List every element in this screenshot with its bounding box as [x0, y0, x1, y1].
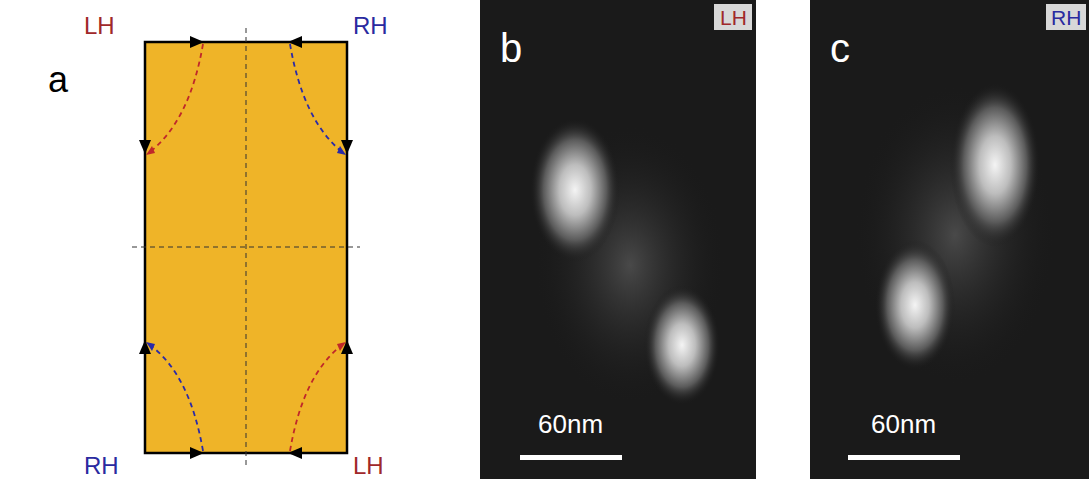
- handedness-label: RH: [353, 14, 388, 38]
- handedness-label: LH: [353, 454, 384, 478]
- panel-letter: a: [48, 62, 68, 98]
- panel-letter: b: [500, 28, 522, 68]
- scale-label: 60nm: [871, 411, 936, 437]
- symmetry-axis: [132, 247, 360, 248]
- handedness-label: RH: [84, 454, 119, 478]
- edge-arrows: [139, 36, 353, 459]
- nanorod-schematic: [132, 28, 360, 466]
- panel-letter: c: [830, 28, 850, 68]
- handedness-label: LH: [720, 7, 747, 28]
- mode-path: [290, 44, 342, 152]
- handedness-label: LH: [84, 14, 115, 38]
- mode-path: [150, 345, 203, 451]
- microscopy-image: [480, 0, 756, 479]
- scale-label: 60nm: [538, 411, 603, 437]
- microscopy-image: [810, 0, 1089, 479]
- scale-bar: [848, 455, 960, 460]
- symmetry-axis: [246, 28, 247, 466]
- handedness-label: RH: [1051, 7, 1081, 28]
- mode-path: [290, 345, 342, 451]
- mode-path: [150, 44, 203, 152]
- scale-bar: [520, 455, 622, 460]
